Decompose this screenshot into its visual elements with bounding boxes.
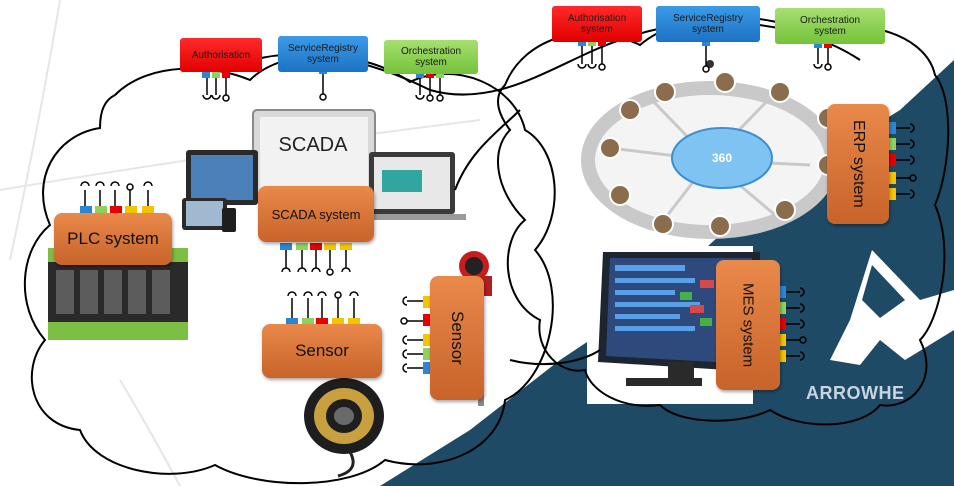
- plc-system-box: PLC system: [54, 213, 172, 265]
- plc-system-label: PLC system: [67, 229, 159, 248]
- right-authorisation-label: Authorisation system: [567, 13, 627, 35]
- service-connectors: [84, 44, 910, 369]
- mes-system-label: MES system: [739, 282, 757, 368]
- right-authorisation-system: Authorisation system: [552, 6, 642, 42]
- inter-cloud-link-mid: [454, 109, 521, 191]
- right-orchestration-label: Orchestration system: [799, 15, 861, 37]
- sensor-box-horizontal: Sensor: [262, 324, 382, 378]
- scada-devices-graphic: [182, 109, 466, 232]
- erp-system-box: ERP system: [827, 104, 889, 224]
- erp-hub-label: 360: [711, 151, 733, 165]
- right-service-registry-system: ServiceRegistry system: [656, 6, 760, 42]
- right-orchestration-system: Orchestration system: [775, 8, 885, 44]
- inter-cloud-link-low: [509, 349, 601, 366]
- sensor-vertical-label: Sensor: [448, 311, 467, 365]
- left-authorisation-label: Authorisation: [191, 49, 251, 61]
- left-orchestration-system: Orchestration system: [384, 40, 478, 74]
- sensor-horizontal-label: Sensor: [295, 341, 349, 360]
- erp-wheel-graphic: [581, 60, 839, 239]
- brand-backdrop: [380, 60, 954, 486]
- mes-system-box: MES system: [716, 260, 780, 390]
- brand-name: ARROWHE: [806, 383, 905, 403]
- sensor-box-vertical: Sensor: [430, 276, 484, 400]
- erp-system-label: ERP system: [850, 120, 867, 208]
- scada-screen-label: SCADA: [278, 133, 348, 156]
- left-service-registry-label: ServiceRegistry system: [287, 43, 359, 65]
- scada-system-label: SCADA system: [271, 206, 361, 222]
- scada-system-box: SCADA system: [258, 186, 374, 242]
- left-authorisation-system: Authorisation: [180, 38, 262, 72]
- right-service-registry-label: ServiceRegistry system: [672, 13, 744, 35]
- service-terminals: [80, 63, 917, 373]
- left-orchestration-label: Orchestration system: [400, 46, 462, 68]
- left-service-registry-system: ServiceRegistry system: [278, 36, 368, 72]
- encoder-hardware-graphic: [298, 373, 390, 478]
